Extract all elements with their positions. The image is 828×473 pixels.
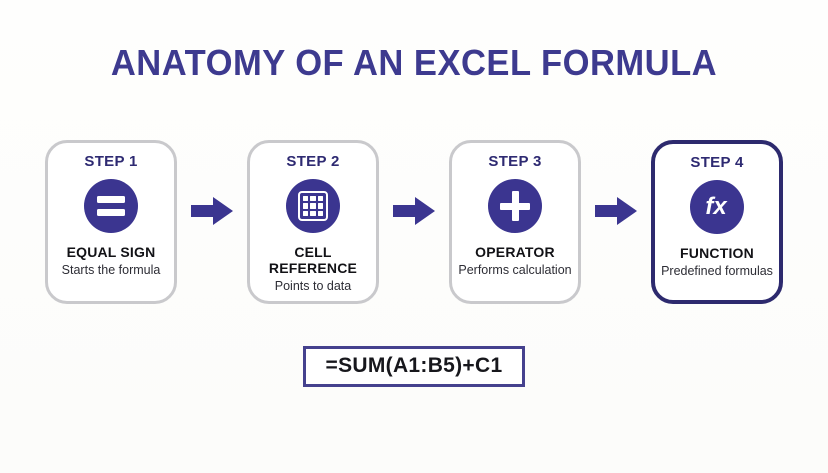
step-number-label: STEP 3 [488, 153, 542, 170]
arrow-right-icon [191, 196, 233, 226]
arrow-right-icon [595, 196, 637, 226]
step-title: FUNCTION [680, 245, 754, 261]
step-caption: Predefined formulas [661, 264, 773, 278]
step-title: CELL REFERENCE [268, 244, 358, 276]
step-number-label: STEP 2 [286, 153, 340, 170]
step-card-operator: STEP 3 OPERATOR Performs calculation [449, 140, 581, 304]
page-title: ANATOMY OF AN EXCEL FORMULA [110, 42, 718, 83]
formula-example-row: =SUM(A1:B5)+C1 [0, 346, 828, 387]
formula-example: =SUM(A1:B5)+C1 [302, 346, 526, 387]
step-card-cell-reference: STEP 2 CELL REFERENCE Points to data [247, 140, 379, 304]
step-card-equal-sign: STEP 1 EQUAL SIGN Starts the formula [45, 140, 177, 304]
step-title: OPERATOR [475, 244, 555, 260]
step-number-label: STEP 1 [84, 153, 138, 170]
step-title: EQUAL SIGN [66, 244, 156, 260]
plus-icon [488, 179, 542, 233]
step-card-function: STEP 4 fx FUNCTION Predefined formulas [651, 140, 783, 304]
equals-icon [84, 179, 138, 233]
grid-icon [286, 179, 340, 233]
step-caption: Starts the formula [61, 263, 161, 277]
step-number-label: STEP 4 [690, 154, 744, 171]
step-caption: Performs calculation [458, 263, 572, 277]
step-caption: Points to data [274, 279, 352, 293]
arrow-right-icon [393, 196, 435, 226]
fx-icon-label: fx [705, 193, 727, 220]
fx-icon: fx [690, 180, 744, 234]
steps-row: STEP 1 EQUAL SIGN Starts the formula STE… [0, 140, 828, 304]
